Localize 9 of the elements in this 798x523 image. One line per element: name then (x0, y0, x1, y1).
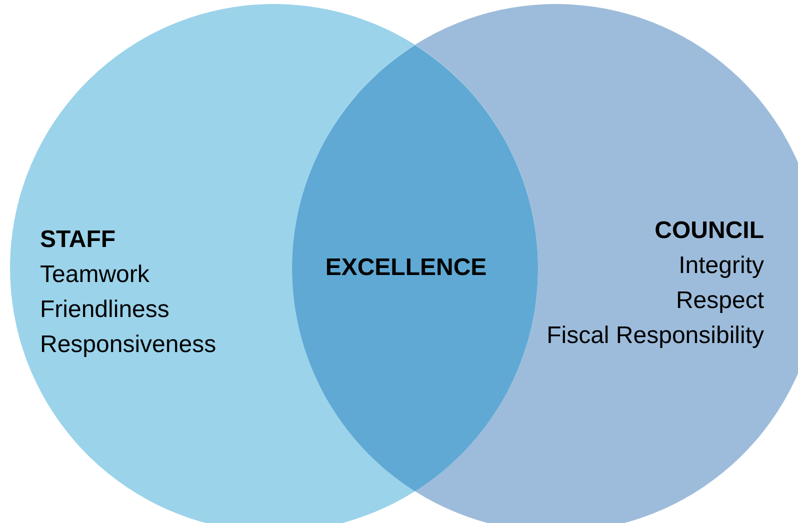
value-item: Respect (676, 286, 764, 316)
value-item: Integrity (678, 251, 764, 281)
value-item: Friendliness (40, 295, 170, 325)
group-heading: EXCELLENCE (325, 252, 487, 283)
group-heading: COUNCIL (654, 216, 764, 246)
value-item: Fiscal Responsibility (546, 321, 764, 351)
value-item: Responsiveness (40, 330, 216, 360)
group-heading: STAFF (40, 225, 116, 255)
value-item: Teamwork (40, 260, 150, 290)
